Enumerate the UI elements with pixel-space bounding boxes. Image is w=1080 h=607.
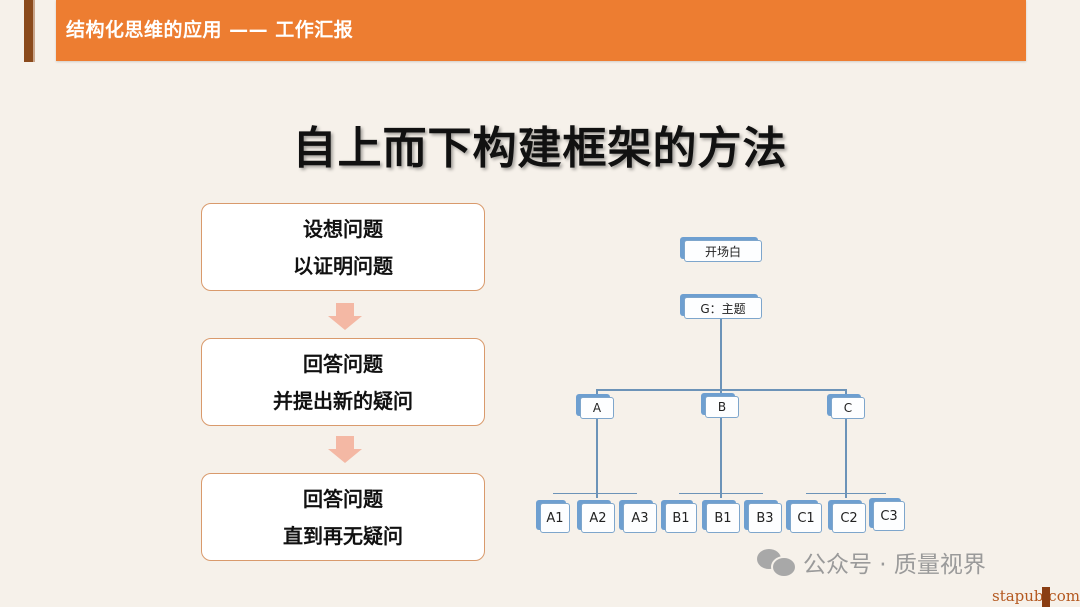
down-arrow-icon <box>328 303 362 333</box>
node-c1: C1 <box>790 503 822 533</box>
connector-line <box>596 417 598 498</box>
down-arrow-icon <box>328 436 362 466</box>
node-c: C <box>831 397 865 419</box>
watermark: 公众号 · 质量视界 <box>757 545 986 579</box>
connector-line <box>553 493 637 494</box>
connector-line <box>596 389 598 397</box>
header-title: 结构化思维的应用 —— 工作汇报 <box>66 19 354 41</box>
wechat-icon <box>757 547 797 578</box>
node-a3: A3 <box>623 503 657 533</box>
step-2-line-2: 并提出新的疑问 <box>273 388 413 413</box>
connector-line <box>679 493 763 494</box>
step-box-2: 回答问题 并提出新的疑问 <box>201 338 485 426</box>
node-b1: B1 <box>665 503 697 533</box>
step-1-line-1: 设想问题 <box>303 216 383 241</box>
node-c2: C2 <box>832 503 866 533</box>
left-accent-bar <box>24 0 35 62</box>
connector-line <box>845 389 847 397</box>
step-1-line-2: 以证明问题 <box>293 253 393 278</box>
site-watermark: stapub.com <box>992 587 1080 605</box>
node-a2: A2 <box>581 503 615 533</box>
watermark-text: 公众号 · 质量视界 <box>803 552 986 578</box>
step-box-3: 回答问题 直到再无疑问 <box>201 473 485 561</box>
node-opening: 开场白 <box>684 240 762 262</box>
header-band: 结构化思维的应用 —— 工作汇报 <box>56 0 1026 61</box>
node-b1-second: B1 <box>706 503 740 533</box>
step-3-line-2: 直到再无疑问 <box>283 523 403 548</box>
connector-line <box>720 318 722 390</box>
node-a: A <box>580 397 614 419</box>
site-bar <box>1042 587 1050 607</box>
node-b: B <box>705 396 739 418</box>
step-box-1: 设想问题 以证明问题 <box>201 203 485 291</box>
node-b3: B3 <box>748 503 782 533</box>
connector-line <box>720 417 722 498</box>
node-c3: C3 <box>873 501 905 531</box>
connector-line <box>806 493 886 494</box>
node-theme: G：主题 <box>684 297 762 319</box>
step-3-line-1: 回答问题 <box>303 486 383 511</box>
step-2-line-1: 回答问题 <box>303 351 383 376</box>
node-a1: A1 <box>540 503 570 533</box>
page-title: 自上而下构建框架的方法 <box>292 123 788 174</box>
connector-line <box>845 417 847 498</box>
connector-line <box>720 389 722 397</box>
